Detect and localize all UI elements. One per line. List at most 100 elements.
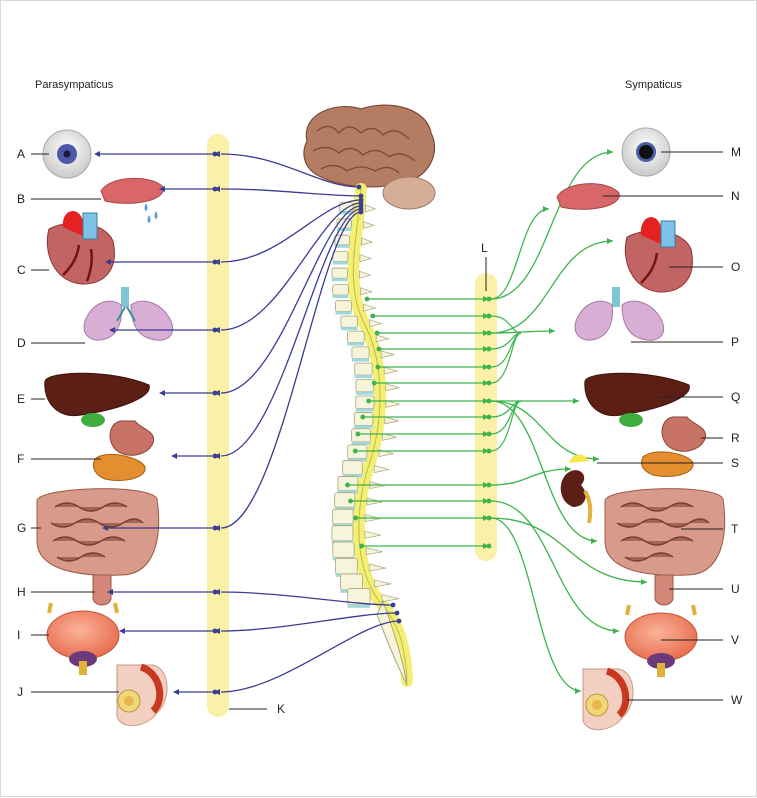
- ganglion-node: [487, 381, 492, 386]
- vertebra: [356, 380, 374, 392]
- adrenal-kidney-icon: [561, 455, 590, 524]
- nerve-fiber: [221, 621, 399, 692]
- label-f: F: [17, 452, 24, 466]
- salivary-gland-icon: [101, 178, 163, 223]
- vertebra-process: [361, 238, 372, 245]
- vertebra-process: [359, 271, 370, 278]
- postganglionic-fiber: [491, 501, 619, 631]
- stomach-icon: [641, 417, 705, 477]
- ganglion-node: [487, 499, 492, 504]
- cord-node: [391, 603, 396, 608]
- label-d: D: [17, 336, 26, 350]
- vertebra-process: [385, 417, 399, 424]
- label-l: L: [481, 241, 488, 255]
- postganglionic-fiber: [491, 152, 613, 299]
- intervertebral-disc: [348, 605, 370, 608]
- lungs-icon: [84, 287, 172, 340]
- arrowhead: [171, 453, 177, 459]
- vertebra-process: [365, 531, 381, 538]
- vertebra-process: [381, 351, 394, 358]
- ganglion-node: [487, 347, 492, 352]
- cord-node: [357, 185, 362, 190]
- vertebra-process: [363, 221, 373, 228]
- heart-icon: [47, 211, 114, 284]
- vertebra: [347, 331, 364, 342]
- ganglion-node: [487, 432, 492, 437]
- liver-icon: [45, 373, 150, 427]
- nerve-fiber: [221, 189, 361, 196]
- arrowhead: [565, 466, 571, 472]
- vertebra-process: [374, 466, 389, 473]
- ganglion-node: [487, 516, 492, 521]
- vertebra-process: [365, 205, 375, 212]
- vertebra-process: [364, 304, 376, 311]
- nerve-fiber: [221, 206, 361, 393]
- vertebra-process: [360, 255, 371, 262]
- intervertebral-disc: [355, 375, 373, 378]
- intervertebral-disc: [333, 295, 349, 298]
- arrowhead: [593, 456, 599, 462]
- vertebra: [352, 347, 369, 359]
- label-a: A: [17, 147, 25, 161]
- vertebra-process: [384, 367, 397, 374]
- label-b: B: [17, 192, 25, 206]
- label-i: I: [17, 628, 20, 642]
- intestine-icon: [37, 489, 159, 576]
- genitals-icon: [583, 669, 633, 730]
- label-q: Q: [731, 390, 740, 404]
- arrowhead: [607, 149, 613, 155]
- label-r: R: [731, 431, 740, 445]
- intervertebral-disc: [354, 425, 373, 428]
- arrowhead: [94, 151, 100, 157]
- vertebra: [340, 574, 362, 590]
- vertebra: [336, 301, 352, 312]
- vertebra-process: [360, 288, 372, 295]
- vertebra: [336, 558, 358, 574]
- ganglion-node: [487, 399, 492, 404]
- heart-icon: [625, 217, 692, 292]
- lungs-icon: [575, 287, 663, 340]
- label-c: C: [17, 263, 26, 277]
- vertebra-process: [376, 335, 388, 342]
- label-u: U: [731, 582, 740, 596]
- arrowhead: [119, 628, 125, 634]
- intervertebral-disc: [336, 311, 352, 314]
- vertebra-process: [382, 595, 399, 602]
- label-n: N: [731, 189, 740, 203]
- intervertebral-disc: [347, 343, 364, 346]
- intestine-icon: [605, 489, 725, 576]
- intervertebral-disc: [333, 262, 348, 265]
- ganglion-node: [487, 544, 492, 549]
- postganglionic-fiber: [491, 401, 599, 459]
- label-e: E: [17, 392, 25, 406]
- label-s: S: [731, 456, 739, 470]
- vertebra-process: [374, 580, 391, 587]
- arrowhead: [641, 579, 647, 585]
- vertebra: [355, 363, 373, 375]
- arrowhead: [607, 238, 613, 244]
- bladder-icon: [625, 605, 697, 677]
- eye-icon: [43, 130, 91, 178]
- label-w: W: [731, 693, 742, 707]
- rectum-icon: [93, 575, 111, 605]
- intervertebral-disc: [356, 392, 374, 395]
- label-p: P: [731, 335, 739, 349]
- intervertebral-disc: [356, 409, 374, 412]
- vertebra: [341, 316, 357, 327]
- vertebra: [333, 509, 354, 524]
- vertebra: [333, 285, 349, 296]
- vertebra: [343, 461, 363, 475]
- stomach-icon: [93, 421, 153, 481]
- arrowhead: [543, 206, 549, 212]
- rectum-icon: [655, 575, 673, 605]
- spine-icon: [332, 189, 407, 685]
- arrowhead: [173, 689, 179, 695]
- vertebra: [332, 526, 353, 541]
- postganglionic-fiber: [491, 518, 581, 691]
- label-v: V: [731, 633, 739, 647]
- ganglion-node: [487, 449, 492, 454]
- label-g: G: [17, 521, 26, 535]
- ganglion-node: [487, 415, 492, 420]
- ganglion-node: [487, 365, 492, 370]
- vertebra-process: [369, 564, 386, 571]
